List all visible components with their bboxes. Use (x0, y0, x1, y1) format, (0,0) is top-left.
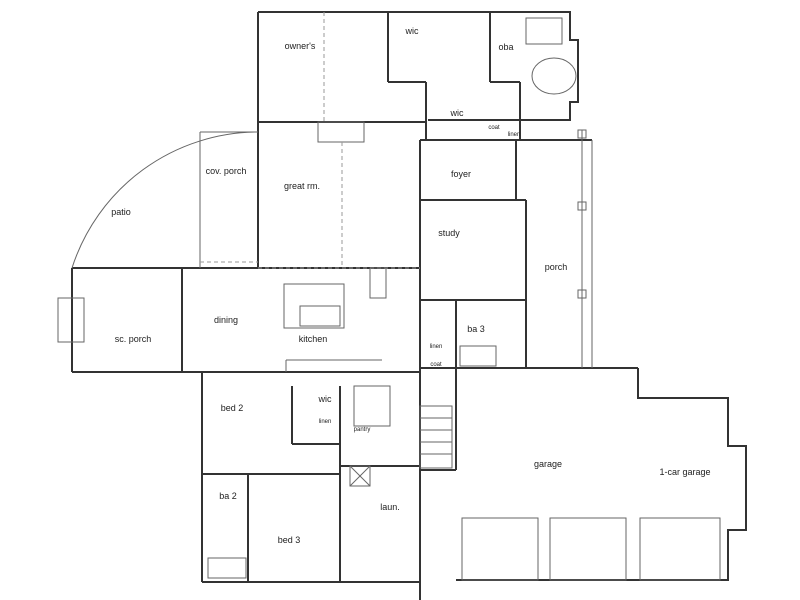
label-wic-oba: wic (450, 108, 464, 118)
label-coat-top: coat (488, 125, 500, 131)
label-linen-top: linen (508, 132, 521, 138)
label-garage: garage (534, 459, 562, 469)
label-sc-porch: sc. porch (115, 334, 152, 344)
walls (71, 11, 747, 600)
label-kitchen: kitchen (299, 334, 328, 344)
label-coat-mid: coat (430, 362, 442, 368)
label-linen-mid: linen (430, 344, 443, 350)
label-one-car-garage: 1-car garage (659, 467, 710, 477)
label-study: study (438, 228, 460, 238)
label-owners: owner's (285, 41, 316, 51)
label-ba2: ba 2 (219, 491, 237, 501)
dashed-lines (200, 12, 420, 269)
thin-lines (57, 17, 721, 581)
room-labels: owner's wic oba wic coat linen cov. porc… (111, 26, 710, 545)
label-linen-bed2: linen (319, 419, 332, 425)
label-bed3: bed 3 (278, 535, 301, 545)
label-pantry: pantry (354, 427, 371, 433)
label-laun: laun. (380, 502, 400, 512)
label-patio: patio (111, 207, 131, 217)
label-great-rm: great rm. (284, 181, 320, 191)
label-porch: porch (545, 262, 568, 272)
label-ba3: ba 3 (467, 324, 485, 334)
label-bed2: bed 2 (221, 403, 244, 413)
label-foyer: foyer (451, 169, 471, 179)
label-oba: oba (498, 42, 513, 52)
label-dining: dining (214, 315, 238, 325)
label-wic-bed2: wic (318, 394, 332, 404)
label-wic-owner: wic (405, 26, 419, 36)
label-cov-porch: cov. porch (206, 166, 247, 176)
